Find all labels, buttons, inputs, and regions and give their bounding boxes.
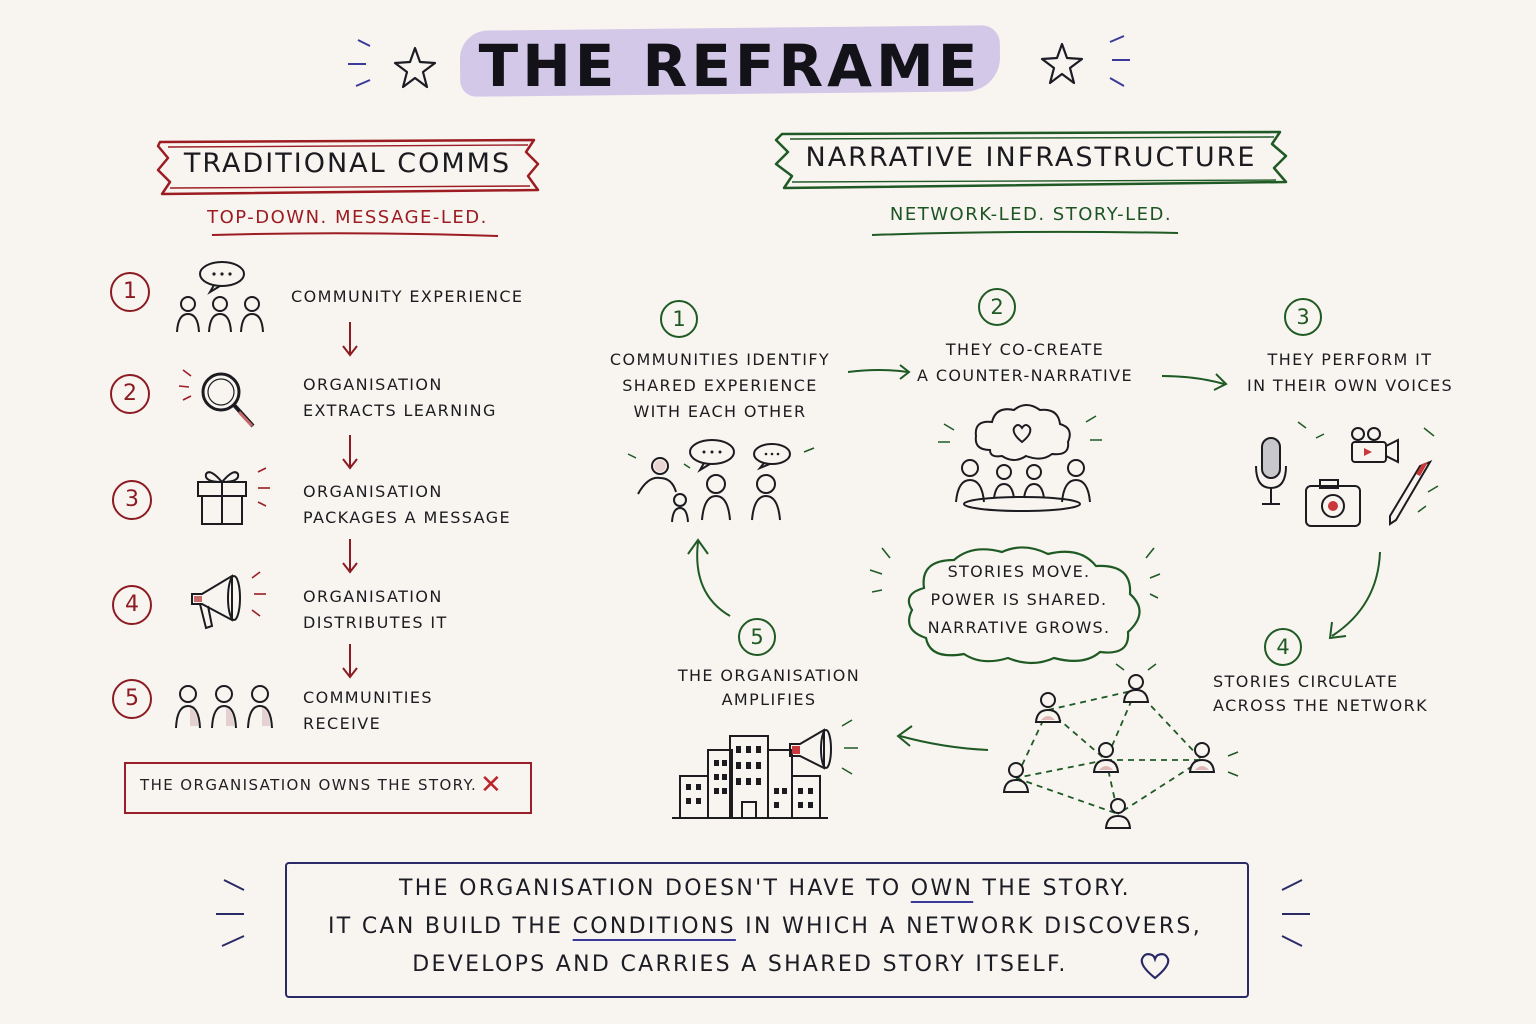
- megaphone-icon: [191, 571, 266, 630]
- narrative-heading: NARRATIVE INFRASTRUCTURE: [805, 142, 1257, 173]
- traditional-step-3-number: 3: [112, 480, 152, 520]
- traditional-step-1-text: COMMUNITY EXPERIENCE: [291, 287, 524, 306]
- community-conversation-icon: [627, 439, 815, 523]
- flow-arrow-3-4: [1328, 551, 1381, 640]
- traditional-step-4-text-line1: ORGANISATION: [303, 587, 443, 606]
- media-tools-icon: [1255, 421, 1439, 527]
- narrative-step-4-text: STORIES CIRCULATE ACROSS THE NETWORK: [1213, 670, 1433, 718]
- page-title: THE REFRAME: [478, 32, 982, 100]
- traditional-step-2-text-line2: EXTRACTS LEARNING: [303, 401, 497, 420]
- bottom-line-2-a: IT CAN BUILD THE: [328, 914, 573, 939]
- traditional-step-3-text-line2: PACKAGES A MESSAGE: [303, 508, 512, 527]
- traditional-step-5-number: 5: [112, 679, 152, 719]
- narrative-step-3-text: THEY PERFORM IT IN THEIR OWN VOICES: [1230, 347, 1470, 399]
- traditional-step-5-text-line1: COMMUNITIES: [303, 688, 433, 707]
- traditional-step-3-text-line1: ORGANISATION: [303, 482, 443, 501]
- traditional-conclusion-box: [124, 762, 532, 814]
- bottom-line-2-b: IN WHICH A NETWORK DISCOVERS,: [735, 914, 1202, 939]
- narrative-step-1-line2: SHARED EXPERIENCE: [622, 376, 818, 395]
- narrative-step-2-number: 2: [978, 288, 1016, 326]
- traditional-subheading: TOP-DOWN. MESSAGE-LED.: [207, 207, 488, 228]
- bottom-line-2: IT CAN BUILD THE CONDITIONS IN WHICH A N…: [285, 914, 1245, 939]
- down-arrow-icon: [342, 644, 358, 679]
- gift-box-icon: [197, 467, 270, 525]
- traditional-step-5-text-line2: RECEIVE: [303, 714, 382, 733]
- down-arrow-icon: [342, 435, 358, 470]
- right-star-icon: [1040, 35, 1130, 87]
- flow-arrow-1-2: [847, 364, 911, 380]
- people-icon: [175, 685, 273, 729]
- narrative-step-3-line2: IN THEIR OWN VOICES: [1246, 376, 1454, 395]
- magnifier-icon: [178, 369, 255, 428]
- narrative-subheading: NETWORK-LED. STORY-LED.: [889, 204, 1173, 225]
- narrative-step-5-number: 5: [738, 618, 776, 656]
- bottom-line-1-underlined: OWN: [910, 876, 974, 901]
- narrative-step-5-line2: AMPLIFIES: [721, 690, 817, 709]
- bottom-left-sparkle-icon: [216, 879, 245, 947]
- narrative-step-3-number: 3: [1284, 298, 1322, 336]
- narrative-step-1-text: COMMUNITIES IDENTIFY SHARED EXPERIENCE W…: [600, 347, 840, 425]
- bottom-line-1-b: THE STORY.: [973, 876, 1131, 901]
- co-create-heart-icon: [938, 404, 1102, 512]
- traditional-conclusion-text: THE ORGANISATION OWNS THE STORY.: [140, 776, 478, 794]
- bottom-line-1: THE ORGANISATION DOESN'T HAVE TO OWN THE…: [285, 876, 1245, 901]
- traditional-heading: TRADITIONAL COMMS: [183, 148, 512, 179]
- center-cloud-shape: [869, 546, 1161, 665]
- cloud-line-3: NARRATIVE GROWS.: [927, 618, 1111, 637]
- narrative-underline: [871, 230, 1179, 236]
- cloud-line-1: STORIES MOVE.: [947, 562, 1091, 581]
- traditional-step-1-number: 1: [110, 272, 150, 312]
- traditional-step-2-number: 2: [110, 374, 150, 414]
- flow-arrow-5-1: [687, 538, 731, 617]
- left-star-icon: [348, 39, 437, 89]
- narrative-step-3-line1: THEY PERFORM IT: [1267, 350, 1433, 369]
- flow-arrow-4-5: [896, 725, 989, 751]
- bottom-line-1-a: THE ORGANISATION DOESN'T HAVE TO: [399, 876, 911, 901]
- cross-icon: ✕: [480, 770, 502, 800]
- down-arrow-icon: [342, 322, 358, 357]
- title-banner: THE REFRAME: [459, 18, 1001, 104]
- bottom-line-3: DEVELOPS AND CARRIES A SHARED STORY ITSE…: [412, 952, 1068, 977]
- narrative-step-2-text: THEY CO-CREATE A COUNTER-NARRATIVE: [905, 337, 1145, 389]
- narrative-banner-frame: [774, 130, 1288, 190]
- narrative-step-1-number: 1: [660, 300, 698, 338]
- traditional-step-4-number: 4: [112, 585, 152, 625]
- bottom-message-box: [285, 862, 1249, 998]
- people-talking-icon: [176, 261, 264, 333]
- center-cloud-text: STORIES MOVE. POWER IS SHARED. NARRATIVE…: [900, 558, 1138, 642]
- flow-arrow-2-3: [1161, 373, 1228, 391]
- traditional-step-2-text-line1: ORGANISATION: [303, 375, 443, 394]
- building-megaphone-icon: [672, 719, 858, 819]
- narrative-step-4-number: 4: [1264, 628, 1302, 666]
- network-icon: [1002, 663, 1239, 829]
- traditional-step-4-text-line2: DISTRIBUTES IT: [303, 613, 448, 632]
- cloud-line-2: POWER IS SHARED.: [930, 590, 1108, 609]
- narrative-step-4-line2: ACROSS THE NETWORK: [1213, 696, 1429, 715]
- narrative-step-1-line3: WITH EACH OTHER: [633, 402, 807, 421]
- traditional-banner-frame: [156, 138, 540, 196]
- narrative-step-2-line2: A COUNTER-NARRATIVE: [917, 366, 1133, 385]
- bottom-right-sparkle-icon: [1281, 879, 1310, 947]
- narrative-step-4-line1: STORIES CIRCULATE: [1213, 672, 1399, 691]
- narrative-step-1-line1: COMMUNITIES IDENTIFY: [609, 350, 831, 369]
- down-arrow-icon: [342, 539, 358, 574]
- narrative-step-5-text: THE ORGANISATION AMPLIFIES: [646, 664, 892, 712]
- bottom-line-2-underlined: CONDITIONS: [572, 914, 736, 939]
- heart-icon: [1140, 953, 1170, 980]
- narrative-step-5-line1: THE ORGANISATION: [677, 666, 861, 685]
- traditional-underline: [211, 232, 499, 237]
- narrative-step-2-line1: THEY CO-CREATE: [945, 340, 1105, 359]
